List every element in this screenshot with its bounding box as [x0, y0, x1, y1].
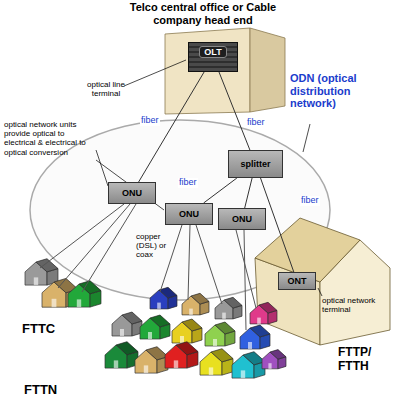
link-label: fiber: [246, 118, 266, 128]
house-roof: [191, 293, 209, 304]
house-shade: [250, 325, 270, 337]
house-roof: [215, 322, 235, 334]
fiber-link: [219, 72, 250, 150]
house-door: [174, 360, 178, 368]
category-label: FTTC: [22, 322, 55, 337]
house-roof: [159, 287, 177, 298]
device-label: OLT: [199, 46, 226, 58]
house-shade: [270, 350, 286, 360]
callout-label: optical network terminal: [322, 296, 382, 314]
house-door: [189, 309, 193, 315]
link-label: fiber: [300, 196, 320, 206]
device-label: ONU: [122, 188, 142, 198]
house-door: [248, 342, 252, 349]
device-label: ONU: [232, 214, 252, 224]
callout-label: copper (DSL) or coax: [136, 232, 176, 260]
house-icon: [250, 302, 277, 324]
house-shade: [259, 302, 277, 313]
house-door: [180, 336, 184, 343]
fiber-link: [245, 178, 252, 208]
callout-label: optical line terminal: [78, 80, 134, 98]
house-door: [213, 339, 217, 346]
ont-box: ONT: [278, 272, 316, 290]
device-label: ONT: [288, 276, 307, 286]
house-icon: [112, 312, 142, 336]
house-roof: [116, 342, 138, 355]
house-door: [241, 370, 245, 378]
house-door: [114, 360, 118, 368]
house-icon: [165, 342, 198, 368]
house-roof: [150, 315, 170, 327]
house-icon: [215, 297, 242, 319]
fiber-link: [139, 72, 205, 182]
house-door: [144, 365, 148, 373]
house-roof: [211, 349, 233, 362]
house-door: [120, 329, 124, 336]
leader-lines: [96, 60, 322, 296]
house-roof: [36, 259, 58, 272]
device-label: splitter: [240, 159, 270, 169]
house-group: [25, 259, 286, 378]
house-door: [34, 277, 38, 285]
house-icon: [182, 293, 209, 315]
house-door: [222, 313, 226, 319]
house-icon: [200, 349, 233, 375]
house-shade: [211, 349, 233, 362]
fttp-house: [255, 218, 390, 345]
region-label: ODN (optical distribution network): [290, 72, 362, 110]
house-door: [157, 303, 161, 309]
link-label: fiber: [178, 178, 198, 188]
house-door: [77, 299, 81, 307]
house-door: [209, 367, 213, 375]
house-shade: [116, 342, 138, 355]
house-icon: [150, 287, 177, 309]
callout-label: optical network units provide optical to…: [4, 120, 96, 157]
house-icon: [105, 342, 138, 368]
olt-device: OLT: [188, 42, 238, 72]
house-shade: [191, 293, 209, 304]
house-icon: [232, 352, 265, 378]
house-shade: [150, 315, 170, 327]
house-roof: [182, 319, 202, 331]
onu-box: ONU: [165, 203, 213, 225]
house-roof: [224, 297, 242, 308]
house-shade: [182, 319, 202, 331]
house-shade: [215, 322, 235, 334]
link-label: fiber: [140, 116, 160, 126]
house-icon: [262, 350, 286, 369]
fiber-link: [204, 178, 237, 203]
category-label: FTTP/ FTTH: [338, 346, 396, 374]
house-icon: [172, 319, 202, 343]
house-door: [257, 318, 261, 324]
house-shade: [176, 342, 198, 355]
onu-box: ONU: [218, 208, 266, 230]
house-roof: [250, 325, 270, 337]
house-shade: [36, 259, 58, 272]
house-icon: [205, 322, 235, 346]
house-roof: [176, 342, 198, 355]
house-door: [148, 332, 152, 339]
house-roof: [259, 302, 277, 313]
house-shade: [122, 312, 142, 324]
device-label: ONU: [179, 209, 199, 219]
house-icon: [68, 281, 101, 307]
house-icon: [240, 325, 270, 349]
house-shade: [224, 297, 242, 308]
house-roof: [270, 350, 286, 360]
splitter-box: splitter: [228, 150, 283, 178]
house-icon: [135, 347, 168, 373]
category-label: FTTN: [24, 383, 57, 398]
house-door: [268, 363, 271, 369]
onu-box: ONU: [108, 182, 156, 204]
house-shade: [159, 287, 177, 298]
house-roof: [122, 312, 142, 324]
house-door: [52, 299, 57, 307]
house-icon: [140, 315, 170, 339]
central-office-building: [165, 28, 285, 114]
house-icon: [25, 259, 58, 285]
diagram-title: Telco central office or Cable company he…: [128, 1, 278, 26]
